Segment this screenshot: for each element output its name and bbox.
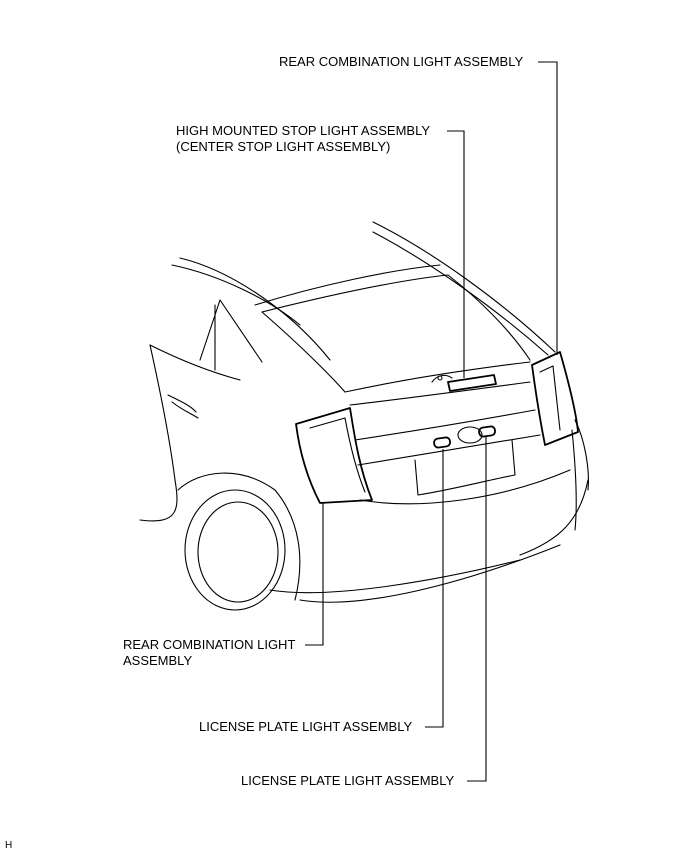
label-license-plate-1: LICENSE PLATE LIGHT ASSEMBLY: [199, 719, 413, 734]
corner-mark: H: [5, 840, 13, 851]
leader-license-plate-1: [425, 449, 444, 728]
rear-combination-light-left: [295, 407, 373, 504]
car-body-outline: [139, 221, 589, 611]
label-rear-combination-top: REAR COMBINATION LIGHT ASSEMBLY: [279, 54, 524, 69]
high-mounted-stop-light: [431, 374, 497, 392]
license-plate-light-right: [478, 425, 497, 438]
label-license-plate-2: LICENSE PLATE LIGHT ASSEMBLY: [241, 773, 455, 788]
leader-rear-combination-left: [305, 503, 324, 646]
leader-license-plate-2: [467, 437, 487, 782]
label-high-mounted-line2: (CENTER STOP LIGHT ASSEMBLY): [176, 139, 391, 154]
license-plate-light-left: [433, 436, 452, 449]
label-rear-combination-left-line2: ASSEMBLY: [123, 653, 193, 668]
leader-rear-combination-top: [538, 61, 558, 355]
label-high-mounted-line1: HIGH MOUNTED STOP LIGHT ASSEMBLY: [176, 123, 431, 138]
rear-combination-light-right: [531, 351, 579, 446]
label-rear-combination-left-line1: REAR COMBINATION LIGHT: [123, 637, 296, 652]
leader-high-mounted: [447, 130, 465, 378]
